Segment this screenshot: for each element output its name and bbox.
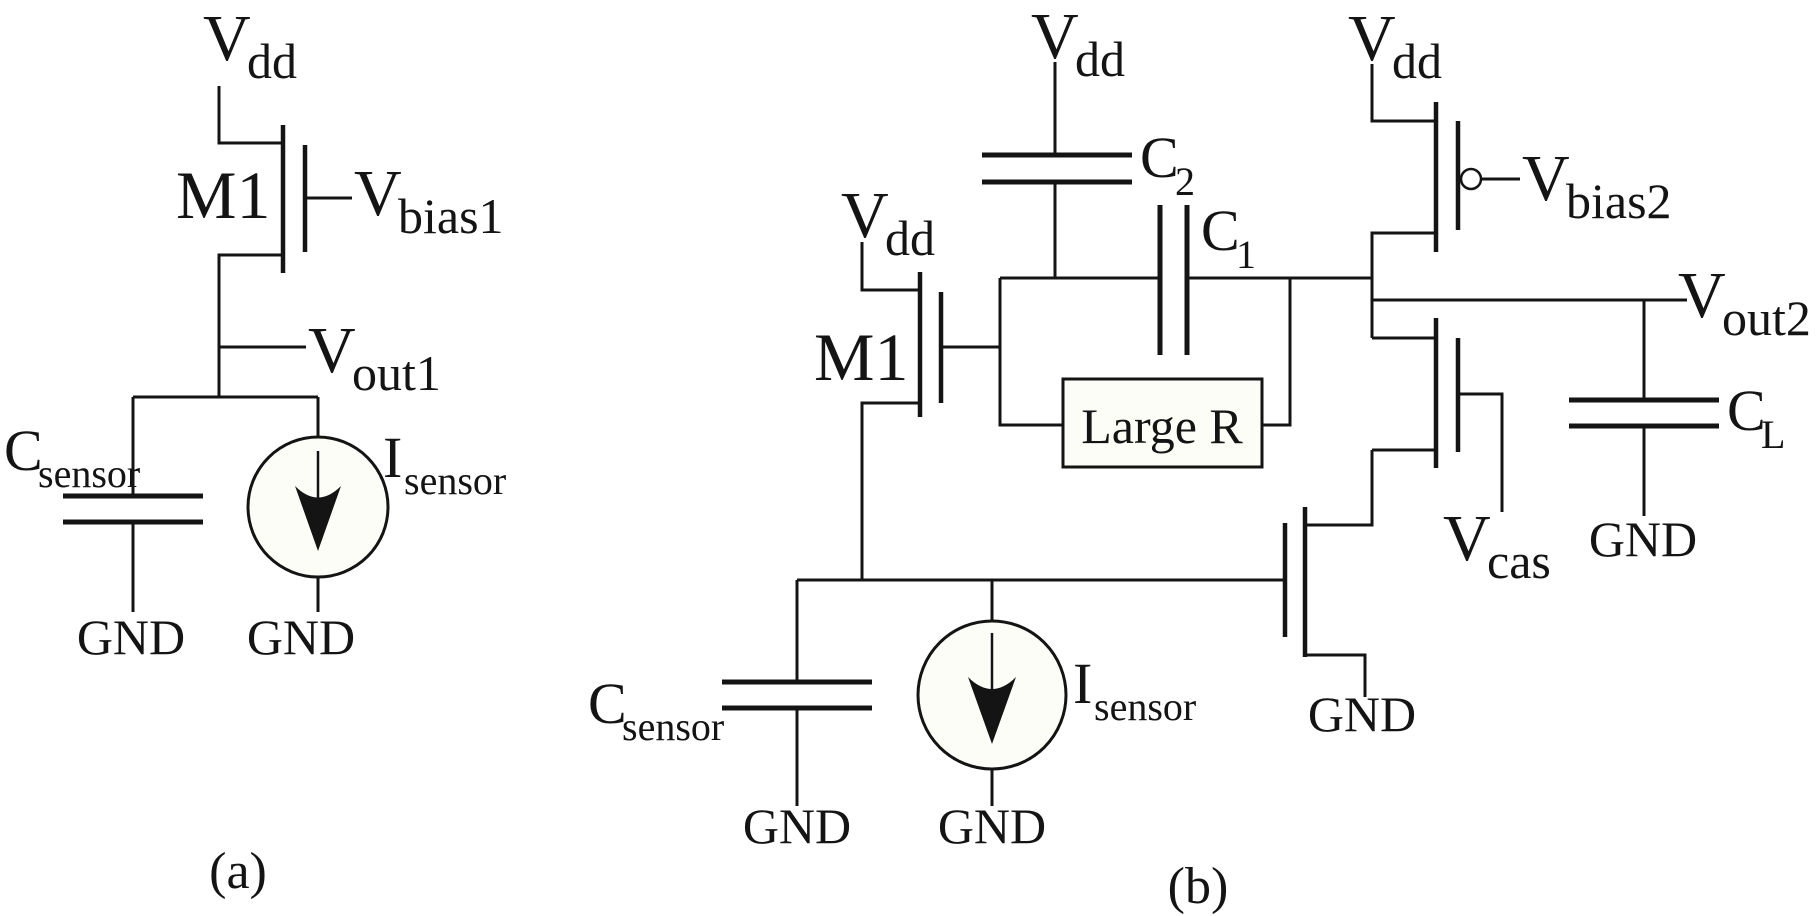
csensor-label-sub: sensor bbox=[622, 704, 724, 749]
c1-label: C bbox=[1201, 198, 1240, 263]
vout1-label-sub: out1 bbox=[352, 345, 441, 401]
isensor-label-sub: sensor bbox=[404, 458, 506, 503]
gnd-label: GND bbox=[247, 609, 355, 665]
vbias1-label: V bbox=[354, 157, 402, 230]
wire-nmos-source-to-gnd bbox=[1305, 653, 1367, 697]
wire-node-to-resistor bbox=[998, 278, 1063, 427]
gnd-label: GND bbox=[77, 609, 185, 665]
cl-label: C bbox=[1727, 378, 1766, 443]
pmos-bubble-icon bbox=[1459, 167, 1483, 191]
vdd-m1-label: V bbox=[841, 179, 889, 252]
resistor-label: Large R bbox=[1081, 398, 1243, 454]
wire-resistor-to-output bbox=[1262, 278, 1292, 427]
gnd-label: GND bbox=[743, 798, 851, 854]
csensor-label: C bbox=[588, 671, 627, 736]
vout2-label-sub: out2 bbox=[1722, 290, 1811, 346]
gnd-label: GND bbox=[1589, 511, 1697, 567]
wire-m1-source-to-sensor-node bbox=[860, 401, 920, 580]
wire-gate-to-vcas bbox=[1460, 392, 1504, 512]
vbias1-label-sub: bias1 bbox=[398, 188, 504, 244]
vout2-label: V bbox=[1678, 259, 1726, 332]
gnd-label: GND bbox=[1308, 686, 1416, 742]
vdd-c2-label: V bbox=[1031, 0, 1079, 73]
resistor-box bbox=[1061, 377, 1264, 469]
vdd-pmos-label-sub: dd bbox=[1392, 33, 1442, 89]
c1-label-sub: 1 bbox=[1236, 232, 1256, 277]
isensor-label-sub: sensor bbox=[1094, 684, 1196, 729]
vout1-label: V bbox=[308, 314, 356, 387]
gnd-label: GND bbox=[938, 798, 1046, 854]
vdd-pmos-label: V bbox=[1348, 2, 1396, 75]
current-arrow-icon bbox=[968, 677, 1016, 744]
caption-b: (b) bbox=[1168, 858, 1229, 915]
csensor-label: C bbox=[4, 418, 43, 483]
wire-vdd-to-m1-drain bbox=[860, 242, 920, 292]
vdd-label: V bbox=[203, 2, 251, 75]
c2-label: C bbox=[1140, 125, 1179, 190]
wire-source-to-node bbox=[217, 253, 283, 397]
isensor-label: I bbox=[1073, 651, 1092, 716]
wire-vdd-to-drain bbox=[217, 86, 283, 145]
transistor-m1-label: M1 bbox=[176, 157, 270, 233]
circuit-a: V dd M1 V bias1 V out1 C sensor GND I se… bbox=[4, 2, 506, 900]
cl-label-sub: L bbox=[1761, 412, 1785, 457]
caption-a: (a) bbox=[209, 843, 267, 900]
circuit-b: V dd M1 V dd C 2 C 1 Large R bbox=[588, 0, 1811, 915]
vcas-label: V bbox=[1443, 502, 1491, 575]
wire-nmos-drain-to-cascode bbox=[1305, 450, 1374, 527]
vcas-label-sub: cas bbox=[1487, 533, 1551, 589]
vdd-m1-label-sub: dd bbox=[885, 210, 935, 266]
wire-output-trunk bbox=[1370, 231, 1436, 338]
vbias2-label-sub: bias2 bbox=[1566, 173, 1672, 229]
c2-label-sub: 2 bbox=[1175, 159, 1195, 204]
current-arrow-icon bbox=[295, 486, 341, 551]
transistor-m1-label: M1 bbox=[814, 319, 908, 395]
isensor-label: I bbox=[383, 425, 402, 490]
wire-vdd-to-pmos-source bbox=[1370, 64, 1436, 123]
vdd-c2-label-sub: dd bbox=[1075, 31, 1125, 87]
csensor-label-sub: sensor bbox=[38, 451, 140, 496]
vbias2-label: V bbox=[1522, 142, 1570, 215]
vdd-label-sub: dd bbox=[247, 33, 297, 89]
